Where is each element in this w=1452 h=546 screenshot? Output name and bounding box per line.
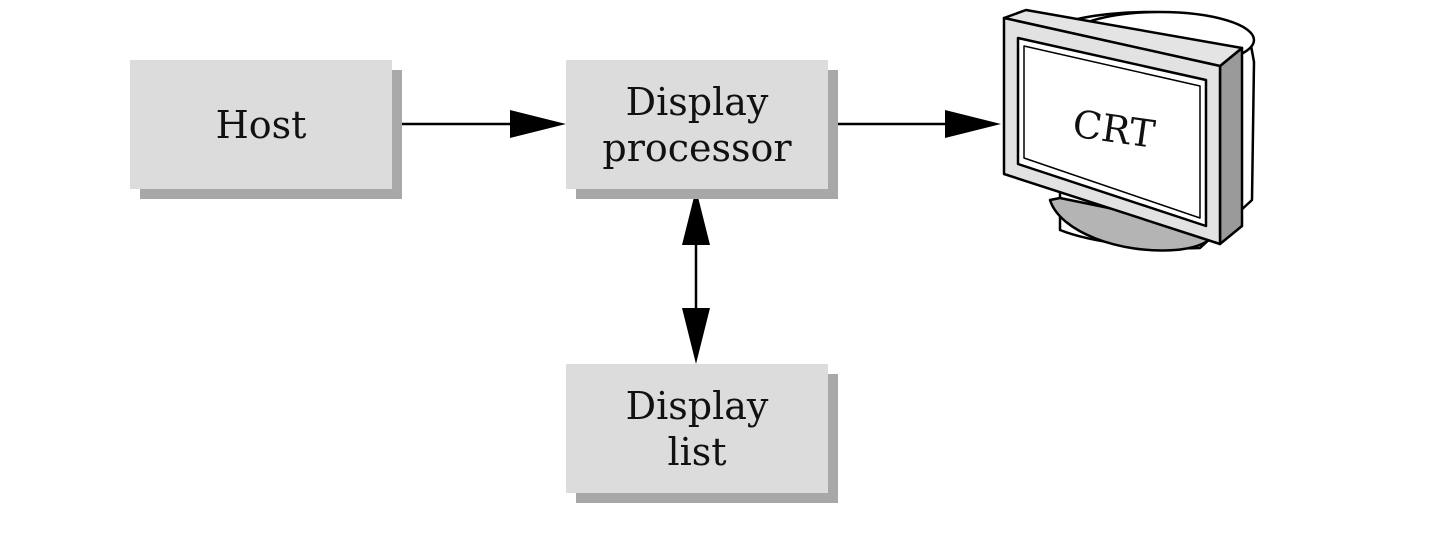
arrow-host-to-display-processor — [392, 110, 566, 138]
monitor-icon — [1002, 8, 1256, 252]
display-processor-label-line1: Display — [625, 79, 769, 124]
arrow-display-processor-to-display-list — [682, 189, 710, 364]
display-list-label-line2: list — [667, 429, 727, 474]
display-processor-box: Display processor — [566, 60, 828, 189]
host-label: Host — [215, 102, 307, 147]
display-list-label-line1: Display — [625, 383, 769, 428]
host-box: Host — [130, 60, 392, 189]
display-processor-label-line2: processor — [602, 125, 792, 170]
arrow-display-processor-to-crt — [828, 110, 1001, 138]
display-list-box: Display list — [566, 364, 828, 493]
